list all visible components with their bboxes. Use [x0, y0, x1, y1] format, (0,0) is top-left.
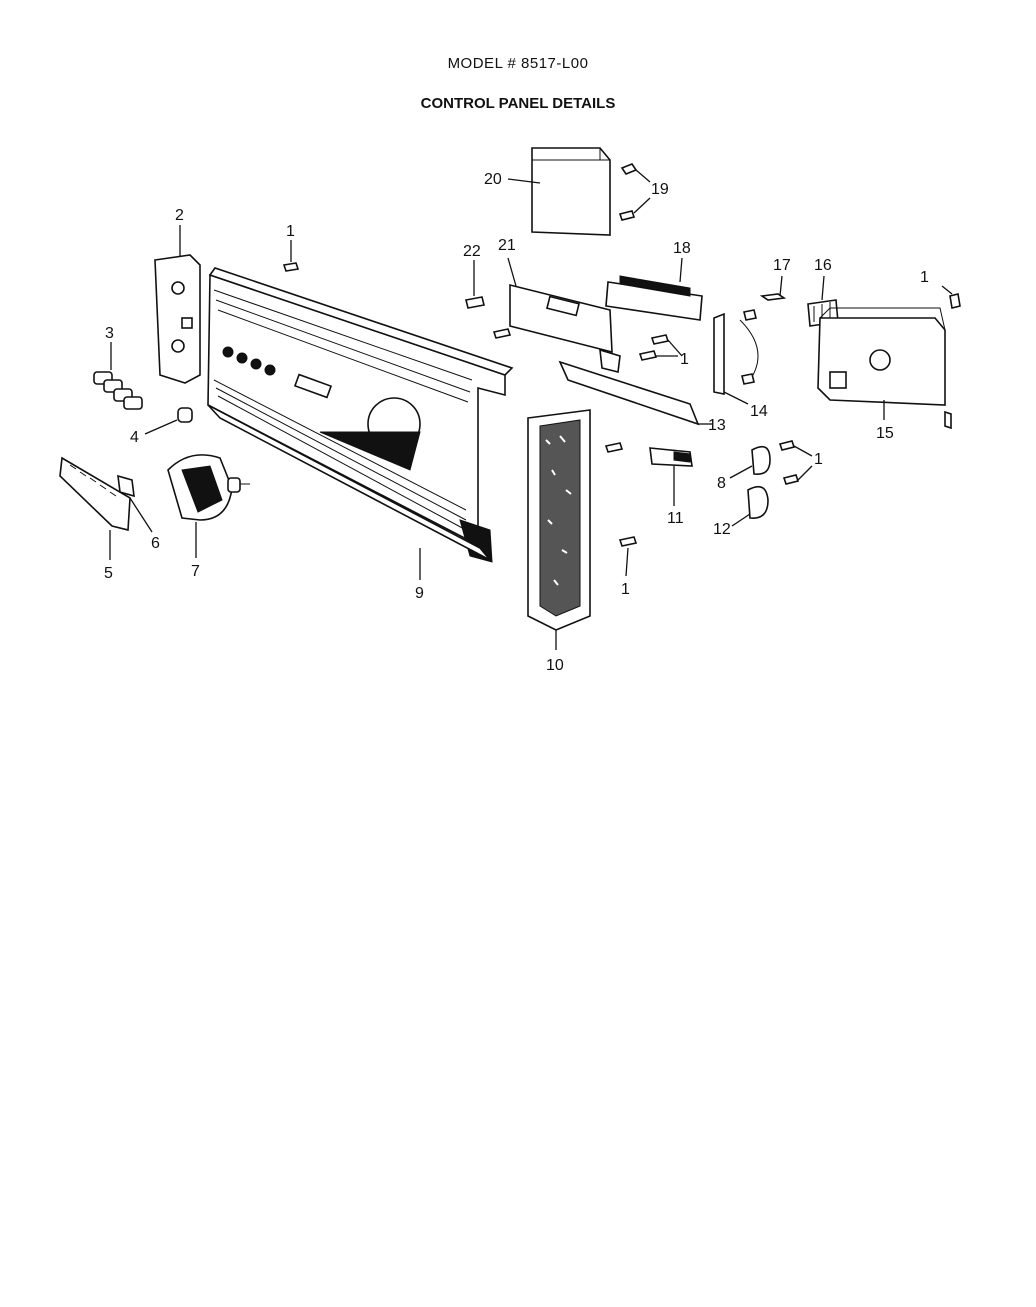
part-17-clip — [759, 275, 787, 301]
part-1-screw-top — [282, 240, 300, 272]
callout-16: 16 — [814, 257, 832, 274]
callout-1-lower: 1 — [621, 581, 630, 598]
callout-17: 17 — [773, 257, 791, 274]
callout-12: 12 — [713, 521, 731, 538]
part-19-screws — [618, 163, 651, 221]
part-2-bracket — [154, 225, 201, 384]
callout-15: 15 — [876, 425, 894, 442]
part-6-clip — [117, 474, 153, 533]
part-14-retainer — [713, 309, 759, 405]
callout-1-top: 1 — [286, 223, 295, 240]
callout-10: 10 — [546, 657, 564, 674]
part-20-cover — [507, 147, 611, 236]
callout-2: 2 — [175, 207, 184, 224]
callout-1-clips: 1 — [814, 451, 823, 468]
part-1-screws-mid — [638, 334, 683, 361]
part-1-screw-right — [941, 285, 961, 309]
callout-11: 11 — [667, 510, 684, 527]
callout-21: 21 — [498, 237, 516, 254]
part-9-console-panel — [207, 267, 514, 580]
part-10-filter-panel — [527, 409, 591, 650]
part-11-connector — [649, 447, 693, 506]
callout-22: 22 — [463, 243, 481, 260]
callout-19: 19 — [651, 181, 669, 198]
callout-18: 18 — [673, 240, 691, 257]
part-5-switch — [59, 456, 131, 560]
callout-3: 3 — [105, 325, 114, 342]
part-15-timer — [817, 307, 952, 430]
part-21-bracket — [492, 257, 613, 354]
callout-13: 13 — [708, 417, 726, 434]
diagram-title: CONTROL PANEL DETAILS — [420, 95, 616, 112]
part-1-screws-clips — [793, 445, 813, 481]
callout-1-mid: 1 — [680, 351, 689, 368]
callout-14: 14 — [750, 403, 768, 420]
part-18-switch — [605, 257, 703, 321]
callout-7: 7 — [191, 563, 200, 580]
callout-9: 9 — [415, 585, 424, 602]
part-3-buttons — [93, 342, 143, 410]
callout-4: 4 — [130, 429, 139, 446]
part-1-screws-lower — [604, 442, 638, 577]
callout-6: 6 — [151, 535, 160, 552]
part-13-rail — [558, 348, 712, 426]
part-22-screw — [465, 260, 485, 309]
part-8-clip — [729, 440, 796, 479]
callout-1-right: 1 — [920, 269, 929, 286]
part-4-grommet — [144, 407, 193, 435]
part-12-clip — [731, 474, 800, 527]
callout-20: 20 — [484, 171, 502, 188]
callout-5: 5 — [104, 565, 113, 582]
model-number: MODEL # 8517-L00 — [447, 55, 589, 72]
callout-8: 8 — [717, 475, 726, 492]
part-7-knob — [167, 454, 250, 558]
